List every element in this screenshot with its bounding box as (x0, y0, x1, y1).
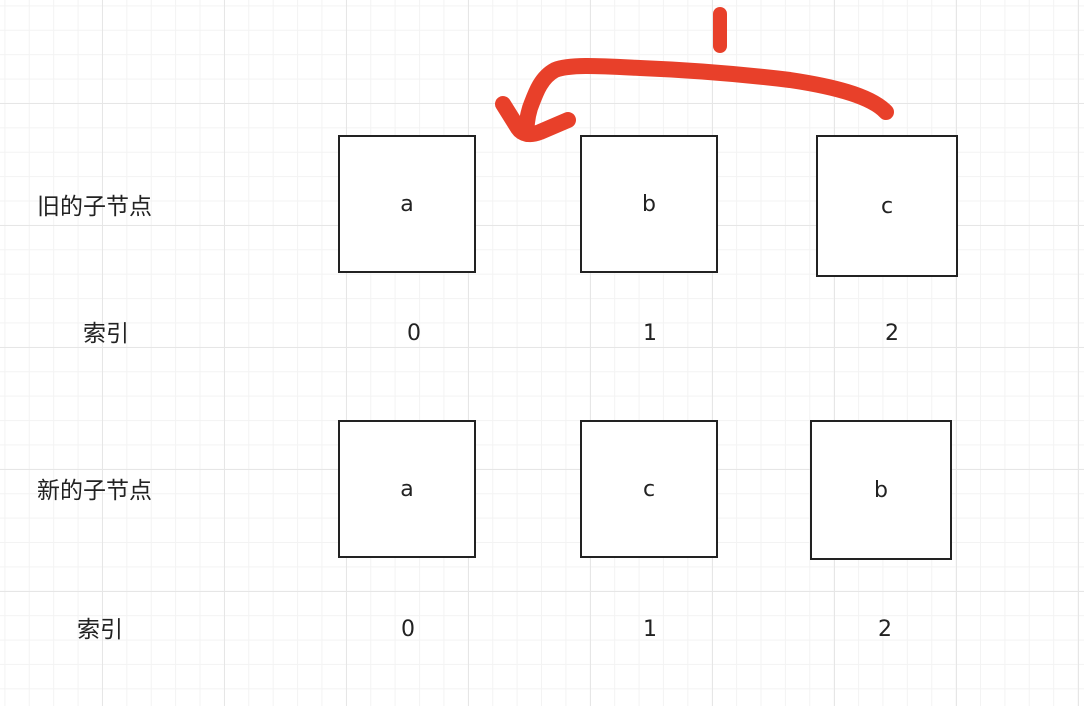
old-node-a: a (338, 135, 476, 273)
old-children-label: 旧的子节点 (37, 194, 152, 220)
old-index-label: 索引 (83, 321, 129, 347)
new-node-a-text: a (400, 476, 414, 502)
old-index-1: 1 (643, 321, 657, 346)
old-index-0: 0 (407, 321, 421, 346)
new-index-label: 索引 (77, 617, 123, 643)
new-node-c: c (580, 420, 718, 558)
old-node-b-text: b (642, 191, 656, 217)
old-node-c: c (816, 135, 958, 277)
new-node-b-text: b (874, 477, 888, 503)
old-index-2: 2 (885, 321, 899, 346)
old-node-b: b (580, 135, 718, 273)
new-node-a: a (338, 420, 476, 558)
new-children-label: 新的子节点 (37, 478, 152, 504)
new-node-c-text: c (642, 476, 656, 502)
new-node-b: b (810, 420, 952, 560)
arrow-curve (518, 58, 894, 142)
old-node-a-text: a (400, 191, 414, 217)
new-index-2: 2 (878, 617, 892, 642)
new-index-0: 0 (401, 617, 415, 642)
old-node-c-text: c (880, 193, 894, 219)
new-index-1: 1 (643, 617, 657, 642)
arrowhead (495, 96, 576, 143)
